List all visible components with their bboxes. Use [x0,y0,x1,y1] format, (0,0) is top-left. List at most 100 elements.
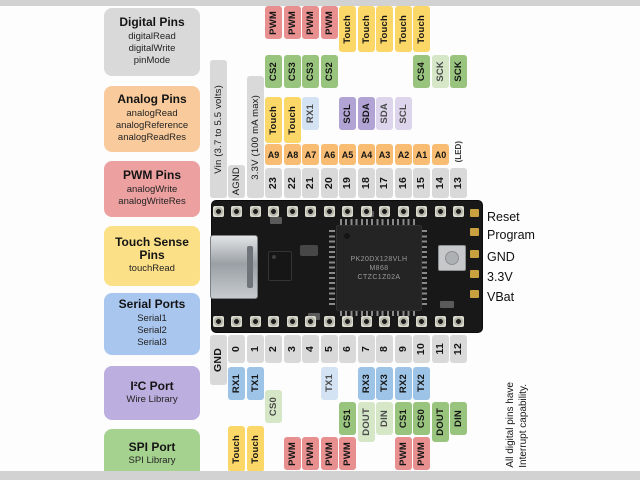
pin-hole [287,316,298,327]
pin-19-label-scl: SCL [339,97,356,130]
pin-6-label-cs1: CS1 [339,402,356,435]
pin-20-label-cs2: CS2 [321,55,338,88]
capacitor [440,301,454,308]
legend-line: analogWriteRes [118,196,186,208]
legend-title: SPI Port [128,439,176,454]
pin-10-label-tx2: TX2 [413,367,430,400]
analog-label-a4: A4 [358,144,375,165]
pin-number-10: 10 [413,335,430,363]
pin-number-3: 3 [284,335,301,363]
pin-23-label-pwm: PWM [265,6,282,39]
legend-line: Serial2 [137,325,167,337]
board-pad [470,290,479,298]
usb-connector [210,235,258,299]
pin-number-12: 12 [450,335,467,363]
legend-title: Analog Pins [117,92,187,107]
legend-line: analogRead [126,107,178,119]
pin-18-label-sda: SDA [358,97,375,130]
pin-number-5: 5 [321,335,338,363]
pin-1-label-touch: Touch [247,426,264,472]
pin-number-11: 11 [432,335,449,363]
pin-hole [453,316,464,327]
pin-16-label-touch: Touch [395,6,412,52]
pin-number-1: 1 [247,335,264,363]
pin-12-label-din: DIN [450,402,467,435]
pin-14-label-sck: SCK [432,55,449,88]
legend-line: analogWrite [126,183,178,195]
pin-number-9: 9 [395,335,412,363]
pin-21-label-rx1: RX1 [302,97,319,130]
pin-0-label-rx1: RX1 [228,367,245,400]
pin-1-label-tx1: TX1 [247,367,264,400]
legend-line: pinMode [133,55,171,67]
power-pin-vin: Vin (3.7 to 5.5 volts) [210,60,227,198]
pin-hole [435,206,446,217]
pin-hole [268,206,279,217]
legend-title: Serial Ports [118,297,186,312]
pin-number-2: 2 [265,335,282,363]
pin-5-label-pwm: PWM [321,437,338,470]
pin-number-22: 22 [284,168,301,198]
oscillator [300,245,318,256]
pin-hole [305,316,316,327]
pin-hole [342,316,353,327]
analog-label-a7: A7 [302,144,319,165]
capacitor [270,217,282,224]
pin-number-4: 4 [302,335,319,363]
pin-hole [213,206,224,217]
board-pad [470,270,479,278]
legend-title: Digital Pins [119,15,185,30]
legend-line: analogReference [115,120,189,132]
chip-pin1-dot [344,233,350,239]
board-pad-label-vbat: VBat [487,290,515,304]
pin-hole [287,206,298,217]
pin-22-label-touch: Touch [284,97,301,143]
board-pad-label-gnd: GND [487,250,515,264]
pin-19-label-touch: Touch [339,6,356,52]
pin-21-label-pwm: PWM [302,6,319,39]
board-pad-label-reset: Reset [487,210,520,224]
legend-line: touchRead [129,263,175,275]
analog-label-a1: A1 [413,144,430,165]
pin-number-7: 7 [358,335,375,363]
analog-label-a0: A0 [432,144,449,165]
legend-line: analogReadRes [117,132,187,144]
pin-6-label-pwm: PWM [339,437,356,470]
pin-18-label-touch: Touch [358,6,375,52]
interrupt-note-line: Interrupt capability. [518,384,529,468]
pin-hole [324,206,335,217]
pin-9-label-rx2: RX2 [395,367,412,400]
pin-8-label-din: DIN [376,402,393,435]
board-pad [470,209,479,217]
pin-7-label-dout: DOUT [358,402,375,442]
pin-number-14: 14 [432,168,449,198]
pin-5-label-tx1: TX1 [321,367,338,400]
pin-15-label-touch: Touch [413,6,430,52]
pin-number-20: 20 [321,168,338,198]
pin-number-6: 6 [339,335,356,363]
pin-number-18: 18 [358,168,375,198]
reset-button [438,245,466,271]
interrupt-note-line: All digital pins have [505,382,516,468]
pin-number-8: 8 [376,335,393,363]
board-pad-label-3-3v: 3.3V [487,270,513,284]
pin-hole [231,316,242,327]
legend-title: Touch Sense Pins [115,235,189,262]
pin-17-label-sda: SDA [376,97,393,130]
pin-number-15: 15 [413,168,430,198]
pin-hole [213,316,224,327]
pin-22-label-cs3: CS3 [284,55,301,88]
pin-13-label-sck: SCK [450,55,467,88]
pin-number-17: 17 [376,168,393,198]
pin-hole [268,316,279,327]
power-pin-3v3: 3.3V (100 mA max) [247,76,264,198]
legend-line: Serial1 [137,312,167,324]
analog-label-a8: A8 [284,144,301,165]
pin-number-19: 19 [339,168,356,198]
pin-hole [398,206,409,217]
legend-title: PWM Pins [122,168,181,183]
